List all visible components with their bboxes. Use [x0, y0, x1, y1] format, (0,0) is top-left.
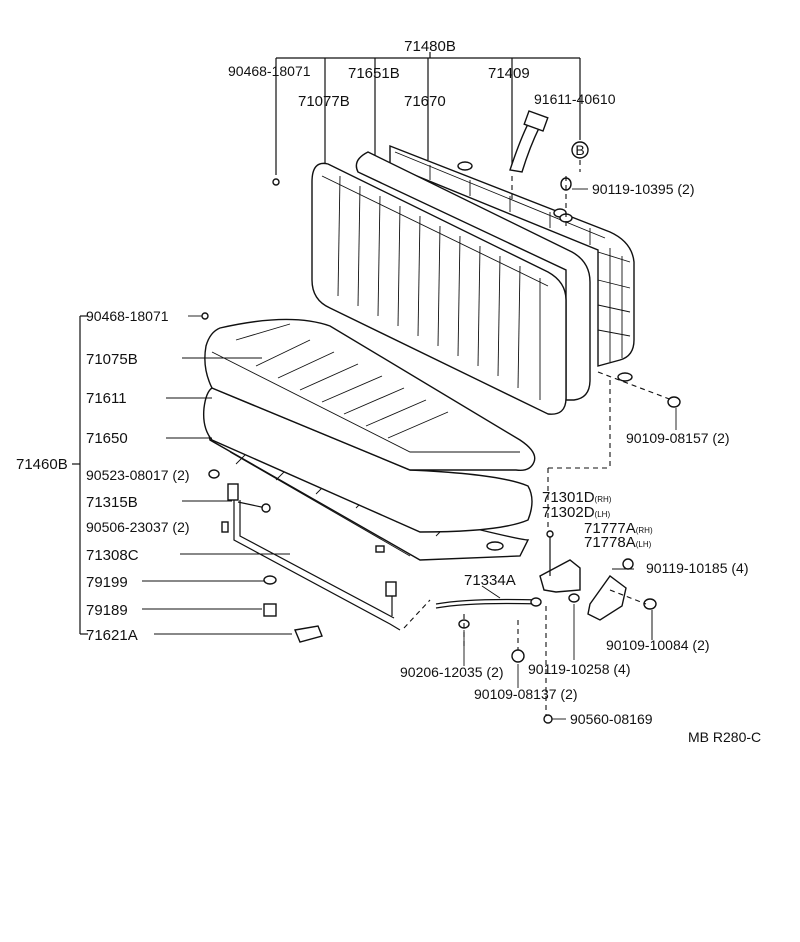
seat-cushion — [204, 318, 536, 472]
label-71650: 71650 — [86, 430, 128, 447]
label-71777a-side: (RH) — [636, 526, 653, 535]
label-71315b: 71315B — [86, 494, 138, 511]
label-71651b: 71651B — [348, 65, 400, 82]
label-71611: 71611 — [86, 390, 127, 407]
label-71460b: 71460B — [16, 456, 68, 473]
hinge-brackets — [539, 380, 657, 724]
label-71075b: 71075B — [86, 351, 138, 368]
label-90523-08017: 90523-08017 (2) — [86, 467, 190, 483]
label-71334a: 71334A — [464, 572, 516, 589]
label-71777a-code: 71777A — [584, 520, 636, 537]
label-71302d-side: (LH) — [595, 510, 611, 519]
label-71301d: 71301D(RH) — [542, 489, 612, 506]
label-71301d-code: 71301D — [542, 489, 595, 506]
label-71621a: 71621A — [86, 627, 138, 644]
label-90506-23037: 90506-23037 (2) — [86, 519, 190, 535]
label-71777a: 71777A(RH) — [584, 520, 653, 537]
label-71301d-side: (RH) — [595, 495, 612, 504]
label-71302d-code: 71302D — [542, 504, 595, 521]
label-71409: 71409 — [488, 65, 530, 82]
label-90468-18071-top: 90468-18071 — [228, 63, 311, 79]
left-bracket — [72, 315, 88, 635]
label-71077b: 71077B — [298, 93, 350, 110]
label-79199: 79199 — [86, 574, 128, 591]
label-71480b: 71480B — [404, 38, 456, 55]
label-90109-10084: 90109-10084 (2) — [606, 637, 710, 653]
seat-belt-strap — [509, 110, 549, 200]
label-90109-08137: 90109-08137 (2) — [474, 686, 578, 702]
label-91611-40610: 91611-40610 — [534, 91, 616, 107]
label-b-marker: B — [575, 142, 584, 158]
hardware — [201, 141, 681, 643]
label-90119-10258: 90119-10258 (4) — [528, 661, 630, 677]
label-71670: 71670 — [404, 93, 446, 110]
label-diagram-code: MB R280-C — [688, 729, 761, 745]
frame-rod — [233, 500, 431, 631]
seat-back-cushion — [311, 162, 567, 415]
label-90206-12035: 90206-12035 (2) — [400, 664, 504, 680]
leader-lines — [142, 188, 677, 720]
top-bracket — [275, 52, 581, 175]
label-90109-08157: 90109-08157 (2) — [626, 430, 730, 446]
label-71308c: 71308C — [86, 547, 139, 564]
label-71778a-code: 71778A — [584, 534, 636, 551]
label-71778a: 71778A(LH) — [584, 534, 652, 551]
label-90468-18071-left: 90468-18071 — [86, 308, 169, 324]
label-71302d: 71302D(LH) — [542, 504, 610, 521]
seat-back-frame — [389, 144, 635, 382]
label-90119-10395: 90119-10395 (2) — [592, 181, 694, 197]
seat-pad — [202, 387, 533, 533]
rod-71334a — [435, 597, 542, 663]
label-90560-08169: 90560-08169 — [570, 711, 653, 727]
label-71778a-side: (LH) — [636, 540, 652, 549]
label-79189: 79189 — [86, 602, 128, 619]
label-90119-10185: 90119-10185 (4) — [646, 560, 748, 576]
